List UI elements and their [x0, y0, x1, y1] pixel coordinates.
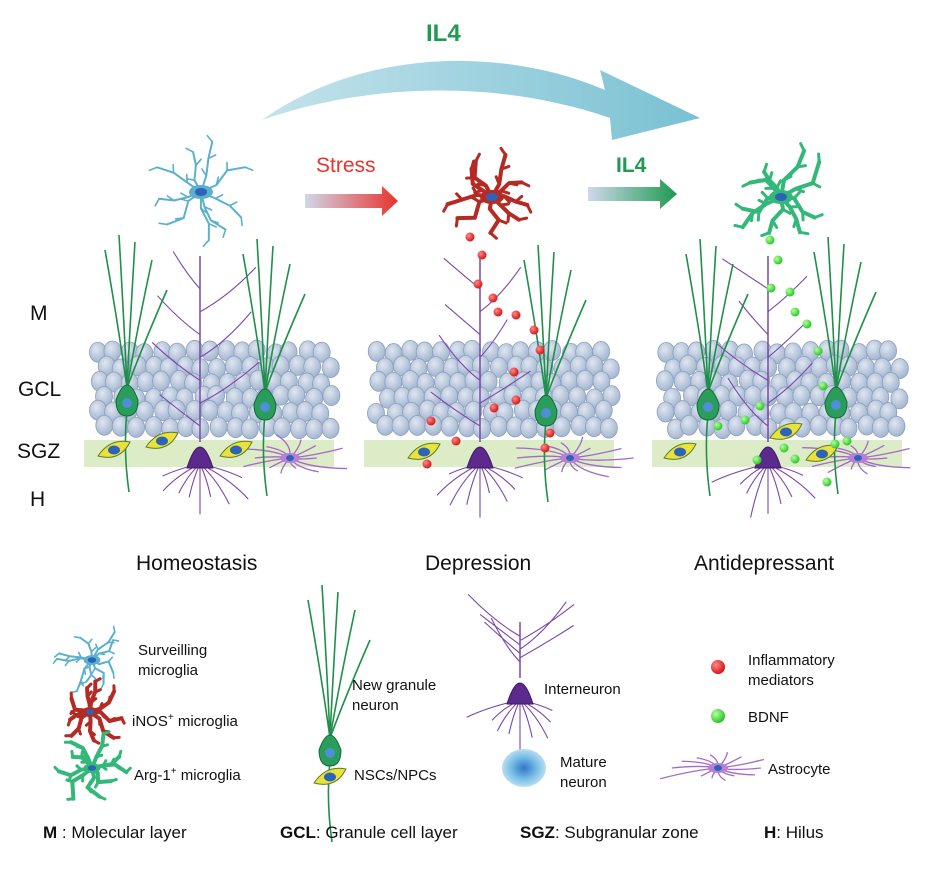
nsc-cell: [219, 440, 253, 458]
bdnf-dot: [790, 307, 800, 317]
legend-new-granule: New granule neuron: [352, 677, 437, 714]
footer-gcl: GCL: Granule cell layer: [280, 823, 458, 842]
inflammatory-mediator-dot: [477, 250, 487, 260]
inos-microglia: [442, 146, 533, 240]
inflammatory-mediator-dot: [535, 345, 545, 355]
inflammatory-mediator-dot: [545, 428, 555, 438]
legend-astrocyte: Astrocyte: [768, 761, 831, 778]
layer-label-h: H: [30, 488, 46, 511]
layer-label-gcl: GCL: [18, 378, 62, 401]
bdnf-dot: [785, 287, 795, 297]
bdnf-dot: [818, 381, 828, 391]
nsc-cell: [663, 442, 697, 460]
condition-antidepressant: Antidepressant: [694, 552, 835, 575]
surveilling-microglia: [148, 134, 254, 247]
inflammatory-mediator-dot: [493, 307, 503, 317]
inflammatory-mediator-dot: [540, 443, 550, 453]
astrocyte: [514, 436, 634, 478]
new-granule-neuron: [813, 236, 877, 495]
legend-inflammatory: Inflammatory mediators: [748, 652, 835, 689]
legend-interneuron-icon: [466, 594, 575, 758]
bdnf-dot: [755, 401, 765, 411]
il4-label: IL4: [616, 154, 647, 177]
nsc-cell: [407, 442, 441, 460]
footer-m: M : Molecular layer: [43, 823, 187, 842]
legend-new-granule-icon: [307, 584, 371, 843]
legend-inos: iNOS+ microglia: [132, 712, 238, 730]
new-granule-neuron: [685, 238, 749, 497]
inflammatory-mediator-dot: [511, 310, 521, 320]
astrocyte: [240, 434, 348, 474]
top-il4-label: IL4: [426, 20, 461, 47]
new-granule-neuron: [104, 234, 168, 493]
layer-label-sgz: SGZ: [17, 440, 61, 463]
top-il4-arrow: [262, 60, 700, 140]
bdnf-dot: [773, 255, 783, 265]
legend-mature-neuron-icon: [502, 749, 546, 787]
condition-homeostasis: Homeostasis: [136, 552, 258, 575]
nsc-cell: [769, 422, 803, 440]
inflammatory-mediator-dot: [489, 403, 499, 413]
legend-interneuron: Interneuron: [544, 681, 621, 698]
inflammatory-mediator-dot: [465, 232, 475, 242]
inflammatory-mediator-dot: [451, 436, 461, 446]
bdnf-dot: [802, 319, 812, 329]
legend-inflammatory-icon: [711, 660, 725, 674]
bdnf-dot: [740, 415, 750, 425]
legend-nsc-icon: [313, 767, 347, 785]
legend-surveilling: Surveilling microglia: [138, 642, 208, 679]
legend-arg1-icon: [53, 730, 132, 801]
interneuron: [151, 251, 260, 515]
stress-label: Stress: [316, 154, 376, 177]
footer-h: H: Hilus: [764, 823, 824, 842]
legend-surveilling-icon: [52, 625, 120, 694]
bdnf-dot: [765, 235, 775, 245]
new-granule-neuron: [242, 238, 306, 497]
condition-depression: Depression: [425, 552, 532, 575]
bdnf-dot: [822, 477, 832, 487]
bdnf-dot: [766, 283, 776, 293]
legend-bdnf: BDNF: [748, 709, 789, 726]
bdnf-dot: [779, 443, 789, 453]
layer-label-m: M: [30, 302, 48, 325]
bdnf-dot: [813, 346, 823, 356]
interneuron: [711, 256, 816, 518]
bdnf-dot: [752, 455, 762, 465]
inflammatory-mediator-dot: [473, 279, 483, 289]
legend-bdnf-icon: [711, 709, 725, 723]
legend-arg1: Arg-1+ microglia: [134, 766, 241, 784]
new-granule-neuron: [523, 244, 587, 503]
dentate-panel-3: [652, 256, 911, 518]
legend-inos-icon: [64, 677, 126, 745]
footer-sgz: SGZ: Subgranular zone: [520, 823, 699, 842]
bdnf-dot: [790, 454, 800, 464]
inflammatory-mediator-dot: [488, 293, 498, 303]
arg1-microglia: [733, 142, 824, 238]
bdnf-dot: [842, 436, 852, 446]
bdnf-dot: [830, 439, 840, 449]
bdnf-dot: [713, 421, 723, 431]
nsc-cell: [97, 440, 131, 458]
dentate-panel-2: [364, 256, 634, 518]
inflammatory-mediator-dot: [422, 459, 432, 469]
legend-mature: Mature neuron: [560, 754, 607, 791]
legend-astrocyte-icon: [659, 752, 765, 782]
il4-arrow: [588, 179, 677, 209]
inflammatory-mediator-dot: [529, 325, 539, 335]
nsc-cell: [145, 431, 179, 449]
inflammatory-mediator-dot: [509, 367, 519, 377]
legend-nsc: NSCs/NPCs: [354, 767, 437, 784]
inflammatory-mediator-dot: [511, 395, 521, 405]
dentate-panel-1: [84, 251, 348, 515]
stress-arrow: [305, 186, 398, 216]
inflammatory-mediator-dot: [426, 416, 436, 426]
